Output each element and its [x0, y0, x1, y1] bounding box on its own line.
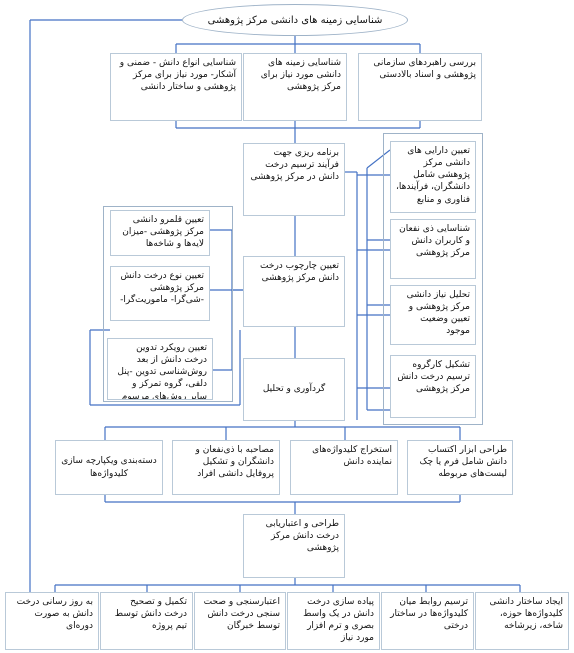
row1-box-1: شناسایی انواع دانش - ضمنی و آشکار- مورد …: [110, 53, 242, 121]
right-box-4: تشکیل کارگروه ترسیم درخت دانش مرکز پژوهش…: [390, 355, 476, 418]
bottom-box-5: ترسیم روابط میان کلیدواژه‌ها در ساختار د…: [381, 592, 474, 650]
bottom-box-2: تکمیل و تصحیح درخت دانش توسط تیم پروژه: [100, 592, 193, 650]
framework-node: تعیین چارچوب درخت دانش مرکز پژوهشی: [243, 256, 345, 327]
row4-box-2: مصاحبه با ذی‌نفعان و دانشگران و تشکیل پر…: [172, 440, 280, 495]
left-box-3: تعیین رویکرد تدوین درخت دانش از بعد روش‌…: [107, 338, 213, 400]
planning-node: برنامه ریزی جهت فرآیند ترسیم درخت دانش د…: [243, 143, 345, 216]
right-box-3: تحلیل نیاز دانشی مرکز پژوهشی و تعیین وضع…: [390, 285, 476, 345]
bottom-box-3: اعتبارسنجی و صحت سنجی درخت دانش توسط خبر…: [194, 592, 286, 650]
bottom-box-1: به روز رسانی درخت دانش به صورت دوره‌ای: [5, 592, 99, 650]
collection-node: گردآوری و تحلیل: [243, 358, 345, 421]
row4-box-3: استخراج کلیدواژه‌های نماینده دانش: [290, 440, 398, 495]
left-box-2: تعیین نوع درخت دانش مرکز پژوهشی -شی‌گرا-…: [110, 266, 210, 321]
row1-box-3: بررسی راهبردهای سازمانی پژوهشی و اسناد ب…: [358, 53, 482, 121]
left-box-1: تعیین قلمرو دانشی مرکز پژوهشی -میزان لای…: [110, 210, 210, 256]
row1-box-2: شناسایی زمینه های دانشی مورد نیاز برای م…: [243, 53, 347, 121]
right-box-2: شناسایی ذی نفعان و کاربران دانش مرکز پژو…: [390, 219, 476, 279]
bottom-box-4: پیاده سازی درخت دانش در یک واسط بصری و ت…: [287, 592, 380, 650]
right-column-frame: [383, 133, 483, 425]
row4-box-4: طراحی ابزار اکتساب دانش شامل فرم یا چک ل…: [407, 440, 513, 495]
design-node: طراحی و اعتباریابی درخت دانش مرکز پژوهشی: [243, 514, 345, 578]
right-box-1: تعیین دارایی های دانشی مرکز پژوهشی شامل …: [390, 141, 476, 213]
row4-box-1: دسته‌بندی ویکپارچه سازی کلیدواژه‌ها: [55, 440, 163, 495]
left-column-frame: [103, 206, 233, 402]
start-node: شناسایی زمینه های دانشی مرکز پژوهشی: [182, 4, 408, 36]
bottom-box-6: ایجاد ساختار دانشی کلیدواژه‌ها حوزه، شاخ…: [475, 592, 569, 650]
